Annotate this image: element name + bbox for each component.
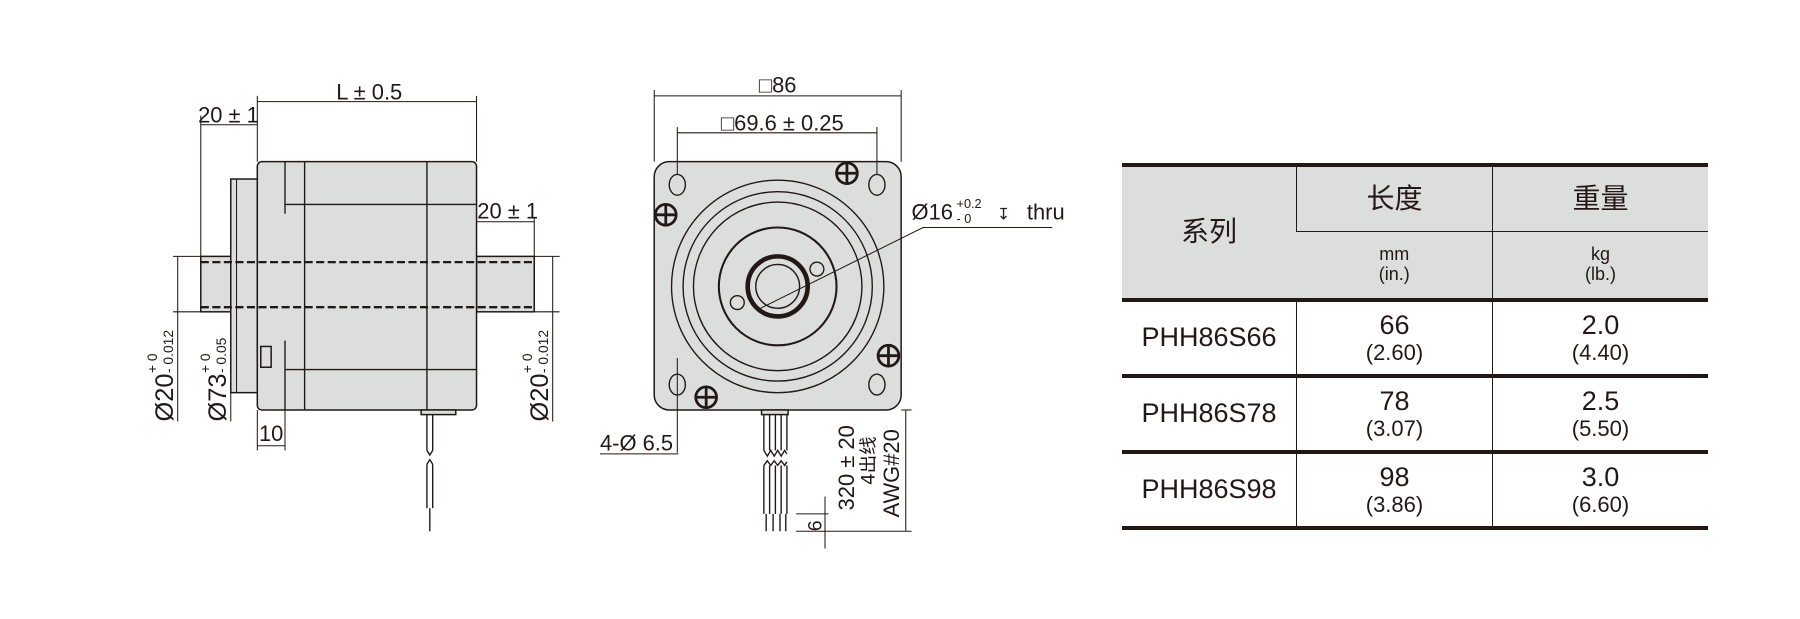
lead-gauge: AWG#20 bbox=[879, 429, 904, 517]
header-length: 长度 bbox=[1296, 163, 1493, 232]
pilot-tol-upper: + 0 bbox=[197, 353, 213, 373]
weight-cell: 2.0(4.40) bbox=[1492, 298, 1708, 376]
weight-kg: 2.0 bbox=[1581, 310, 1620, 341]
center-hole-diameter: Ø16 bbox=[912, 199, 953, 224]
header-weight: 重量 bbox=[1492, 163, 1708, 232]
model-cell: PHH86S78 bbox=[1122, 374, 1297, 452]
front-shaft-tol-upper: + 0 bbox=[144, 353, 160, 373]
table-row: PHH86S66 66(2.60) 2.0(4.40) bbox=[1122, 298, 1708, 376]
front-view: Ø16 +0.2 - 0 ↧ thru □86 □69.6 ± 0.25 4-Ø… bbox=[600, 72, 1065, 549]
screw-icon bbox=[876, 343, 901, 368]
motor-body bbox=[256, 160, 478, 411]
pilot-tol-lower: - 0.05 bbox=[213, 337, 229, 373]
center-hole-thru: thru bbox=[1027, 199, 1065, 224]
rear-shaft-tol-lower: - 0.012 bbox=[535, 330, 551, 373]
length-mm: 78 bbox=[1379, 386, 1410, 417]
weight-lb: (6.60) bbox=[1571, 491, 1630, 517]
lead-wires bbox=[760, 409, 789, 532]
screw-icon bbox=[835, 161, 859, 186]
model-cell: PHH86S98 bbox=[1122, 450, 1297, 530]
lead-count: 4出线 bbox=[859, 436, 880, 485]
length-cell: 78(3.07) bbox=[1296, 374, 1493, 452]
weight-lb: (5.50) bbox=[1571, 415, 1630, 441]
screw-icon bbox=[654, 203, 678, 227]
length-cell: 66(2.60) bbox=[1296, 298, 1493, 376]
pilot-boss bbox=[230, 178, 259, 394]
table-row: PHH86S78 78(3.07) 2.5(5.50) bbox=[1122, 374, 1708, 452]
connector bbox=[260, 345, 272, 368]
pilot-diameter: Ø73 bbox=[204, 374, 232, 422]
length-unit-alt: (in.) bbox=[1378, 264, 1410, 284]
spec-table: 系列 长度 重量 mm(in.) kg(lb.) PHH86S66 66(2.6… bbox=[1122, 163, 1708, 530]
lead-wire bbox=[426, 414, 434, 532]
rear-shaft-length-dim: 20 ± 1 bbox=[477, 198, 538, 223]
weight-unit-cell: kg(lb.) bbox=[1492, 231, 1708, 300]
length-mm: 98 bbox=[1379, 462, 1410, 493]
length-dim: L ± 0.5 bbox=[336, 79, 402, 104]
strip-length-dim: 6 bbox=[805, 520, 827, 531]
front-shaft-tol-lower: - 0.012 bbox=[160, 330, 176, 373]
side-view: L ± 0.5 20 ± 1 20 ± 1 Ø20 + 0 - 0.012 Ø7… bbox=[144, 79, 560, 532]
length-unit: mm bbox=[1379, 244, 1410, 265]
mount-hole bbox=[868, 373, 886, 396]
rear-shaft-diameter: Ø20 bbox=[526, 374, 554, 422]
rear-shaft-tol-upper: + 0 bbox=[519, 353, 535, 373]
flange bbox=[653, 160, 902, 411]
depth-symbol-icon: ↧ bbox=[997, 205, 1011, 223]
center-hub bbox=[745, 254, 810, 319]
weight-cell: 2.5(5.50) bbox=[1492, 374, 1708, 452]
length-unit-cell: mm(in.) bbox=[1296, 231, 1493, 300]
weight-unit: kg bbox=[1590, 244, 1610, 265]
frame-size-dim: □86 bbox=[759, 72, 797, 97]
model-cell: PHH86S66 bbox=[1122, 298, 1297, 376]
length-in: (3.86) bbox=[1365, 491, 1424, 517]
hole-pitch-dim: □69.6 ± 0.25 bbox=[721, 110, 844, 135]
header-series: 系列 bbox=[1122, 163, 1297, 300]
weight-kg: 3.0 bbox=[1581, 462, 1620, 493]
rear-shaft bbox=[475, 255, 535, 313]
weight-cell: 3.0(6.60) bbox=[1492, 450, 1708, 530]
length-mm: 66 bbox=[1379, 310, 1410, 341]
pilot-depth-dim: 10 bbox=[259, 421, 283, 446]
length-in: (3.07) bbox=[1365, 415, 1424, 441]
length-cell: 98(3.86) bbox=[1296, 450, 1493, 530]
weight-lb: (4.40) bbox=[1571, 339, 1630, 365]
front-shaft-length-dim: 20 ± 1 bbox=[198, 102, 259, 127]
center-hole-tol-lower: - 0 bbox=[957, 212, 972, 226]
center-hole-tol-upper: +0.2 bbox=[957, 197, 982, 211]
weight-kg: 2.5 bbox=[1581, 386, 1620, 417]
weight-unit-alt: (lb.) bbox=[1585, 264, 1616, 284]
table-row: PHH86S98 98(3.86) 3.0(6.60) bbox=[1122, 450, 1708, 530]
length-in: (2.60) bbox=[1365, 339, 1424, 365]
screw-icon bbox=[694, 385, 718, 410]
front-shaft-diameter: Ø20 bbox=[151, 374, 179, 422]
lead-length-dim: 320 ± 20 bbox=[834, 425, 859, 510]
mount-holes-dim: 4-Ø 6.5 bbox=[600, 430, 673, 455]
